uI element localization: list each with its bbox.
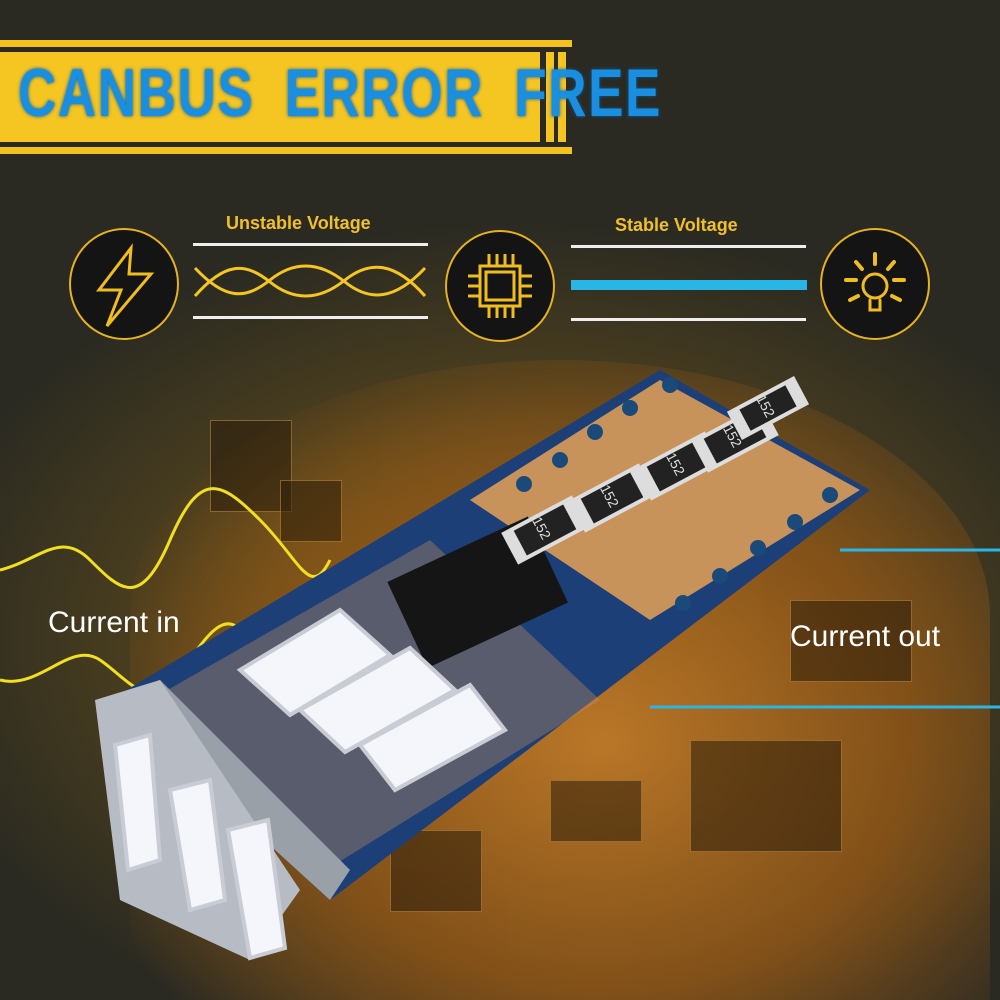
stable-voltage-label: Stable Voltage bbox=[615, 215, 738, 235]
current-out-label: Current out bbox=[790, 620, 941, 653]
chip-icon bbox=[445, 230, 555, 342]
unstable-voltage-wave bbox=[193, 264, 427, 298]
unstable-voltage-label: Unstable Voltage bbox=[226, 213, 371, 233]
divider-line bbox=[193, 243, 428, 246]
led-bulb bbox=[95, 370, 870, 961]
resistors bbox=[501, 376, 810, 565]
lightning-icon bbox=[69, 228, 179, 340]
lightbulb-icon bbox=[820, 228, 930, 340]
divider-line bbox=[571, 245, 806, 248]
divider-line bbox=[571, 318, 806, 321]
title-banner: CANBUS ERROR FREE bbox=[0, 40, 660, 154]
current-in-label: Current in bbox=[48, 606, 180, 639]
divider-line bbox=[193, 316, 428, 319]
banner-title: CANBUS ERROR FREE bbox=[18, 55, 662, 131]
stable-voltage-line bbox=[571, 280, 807, 290]
